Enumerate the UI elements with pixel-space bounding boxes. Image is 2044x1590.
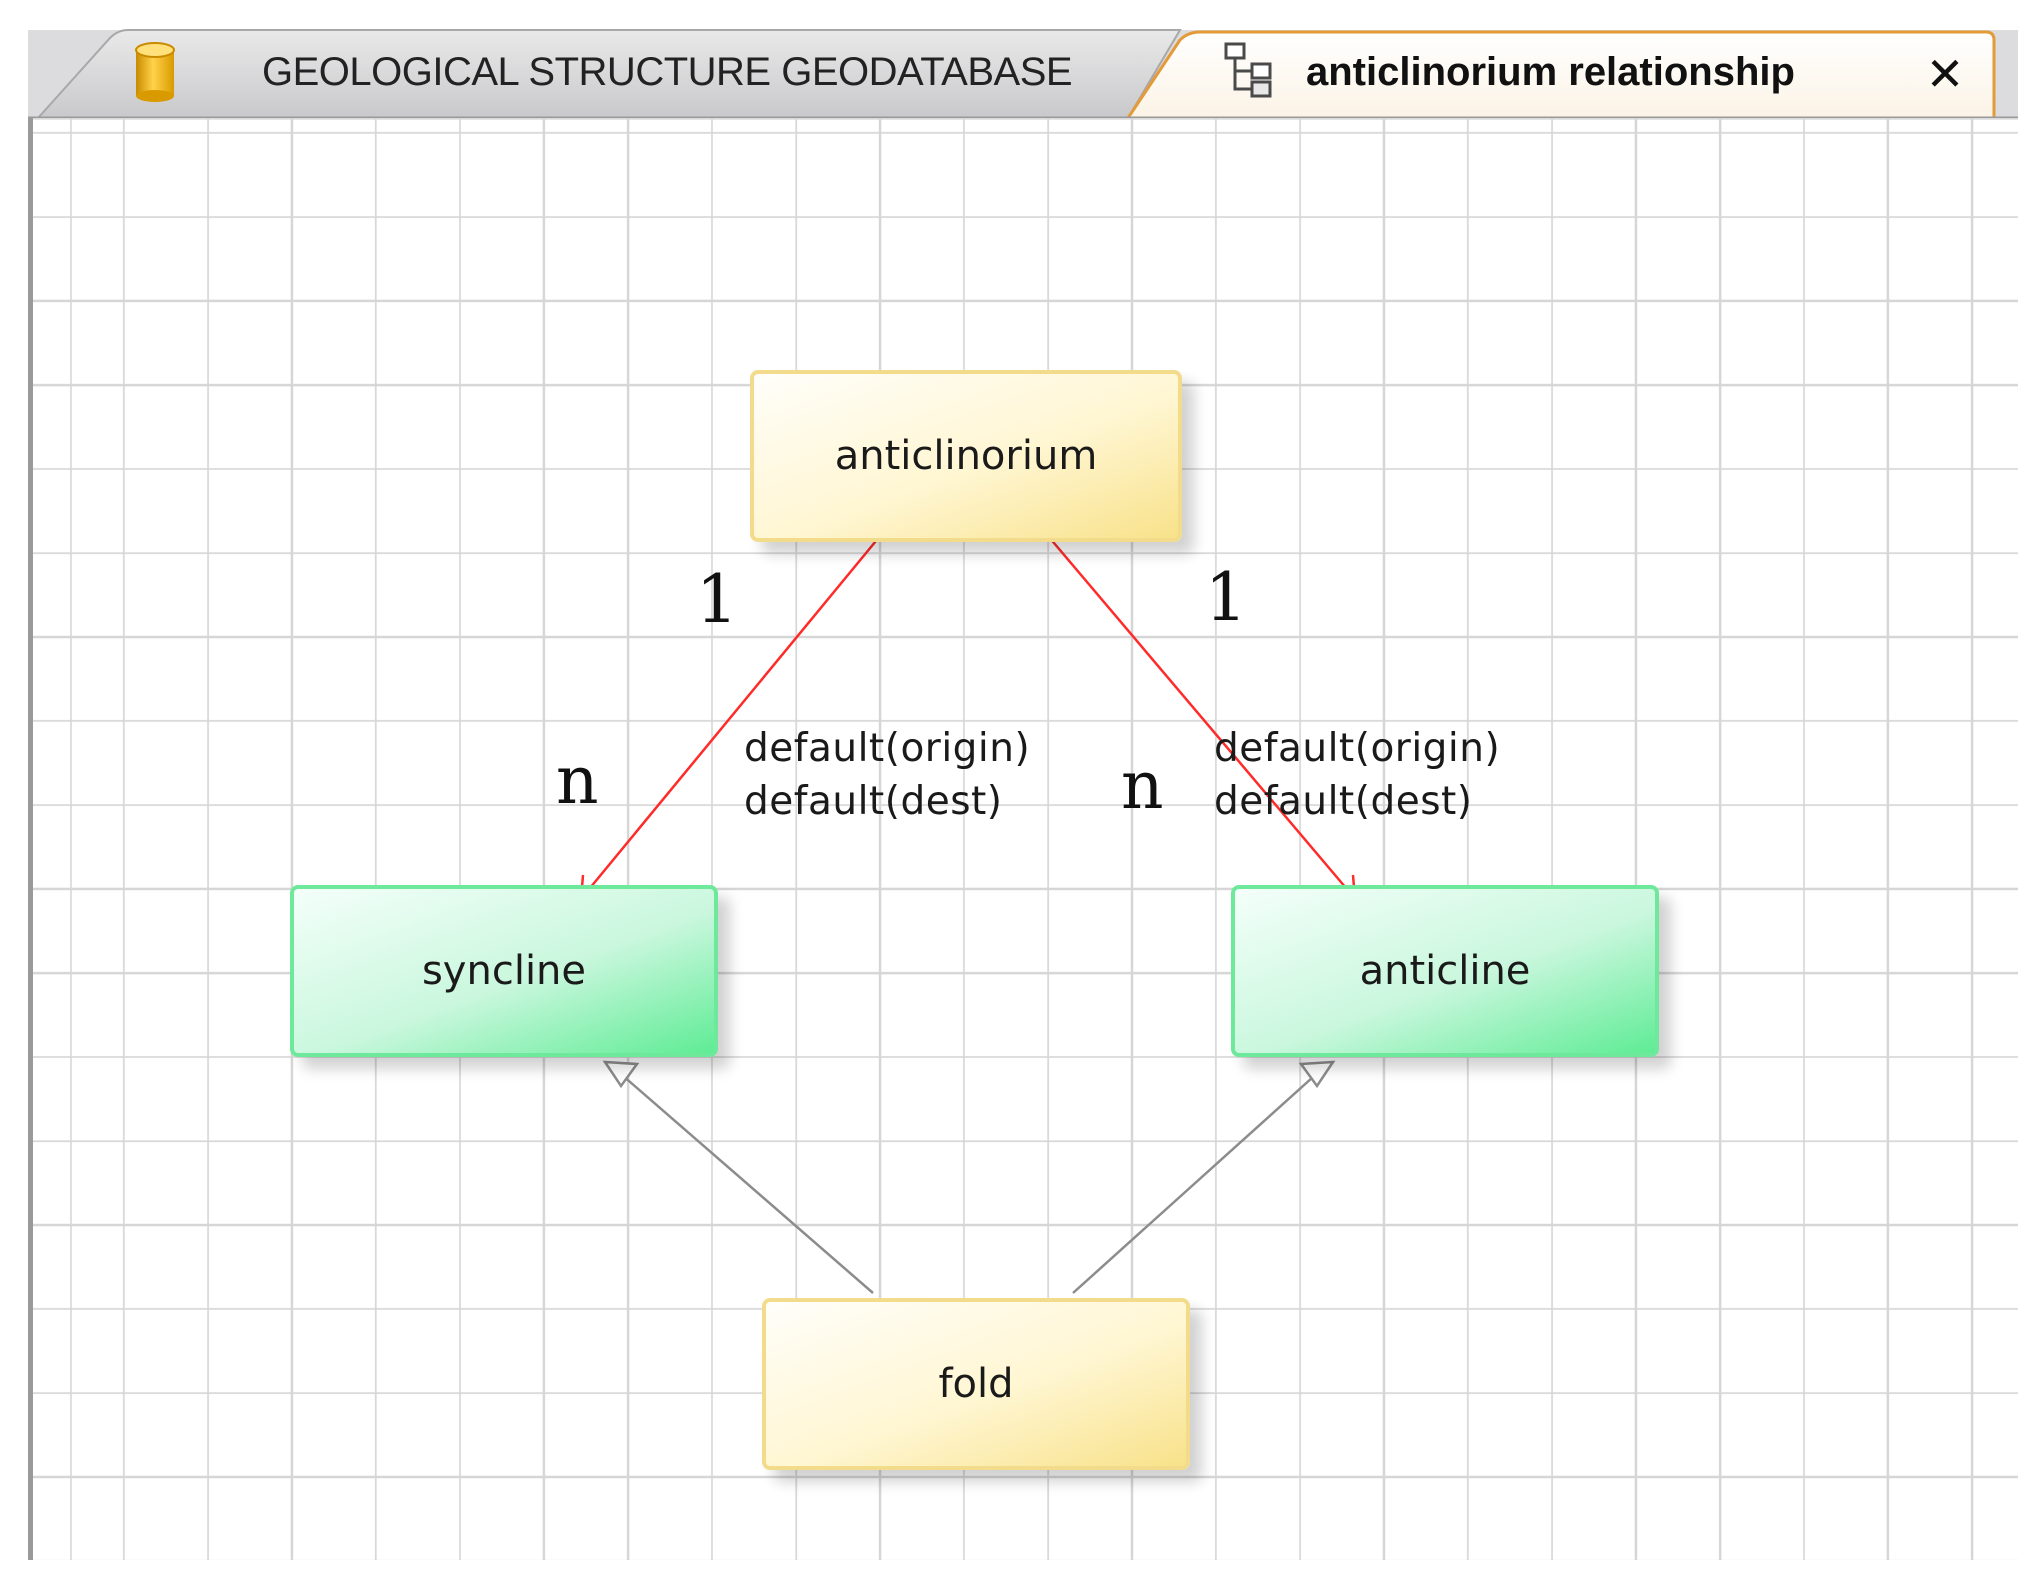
node-syncline[interactable]: syncline	[290, 885, 718, 1057]
tab-geodatabase[interactable]	[35, 29, 1182, 119]
relationship-editor: GEOLOGICAL STRUCTURE GEODATABASE anticli…	[28, 20, 2018, 1560]
inheritance-arrow-icon	[602, 1060, 640, 1089]
tab-strip	[28, 20, 2018, 120]
diagram-canvas[interactable]: anticlinorium syncline anticline fold 1 …	[28, 118, 2018, 1560]
left-origin-cardinality: 1	[696, 561, 738, 638]
node-anticline[interactable]: anticline	[1231, 885, 1659, 1057]
tab-anticlinorium-relationship[interactable]	[1125, 30, 1996, 120]
inheritance-line-syncline[interactable]	[602, 1060, 874, 1294]
relationship-connectors	[579, 529, 1357, 1294]
inheritance-line-anticline[interactable]	[1072, 1060, 1336, 1294]
tab-relationship-label: anticlinorium relationship	[1306, 50, 1795, 94]
left-dest-cardinality: n	[556, 742, 599, 819]
node-fold[interactable]: fold	[762, 1298, 1190, 1470]
relationship-diagram-icon	[1224, 42, 1272, 98]
right-origin-label: default(origin)	[1214, 726, 1501, 771]
right-dest-cardinality: n	[1121, 747, 1164, 824]
right-origin-cardinality: 1	[1205, 559, 1247, 636]
left-origin-label: default(origin)	[744, 726, 1031, 771]
database-cylinder-icon	[135, 42, 175, 102]
node-anticlinorium[interactable]: anticlinorium	[750, 370, 1182, 542]
inheritance-arrow-icon	[1298, 1060, 1336, 1089]
relationship-line-right[interactable]	[1042, 529, 1357, 903]
close-icon[interactable]: ✕	[1925, 47, 1965, 101]
left-dest-label: default(dest)	[744, 779, 1003, 824]
right-dest-label: default(dest)	[1214, 779, 1473, 824]
tab-geodatabase-label: GEOLOGICAL STRUCTURE GEODATABASE	[262, 50, 1073, 94]
